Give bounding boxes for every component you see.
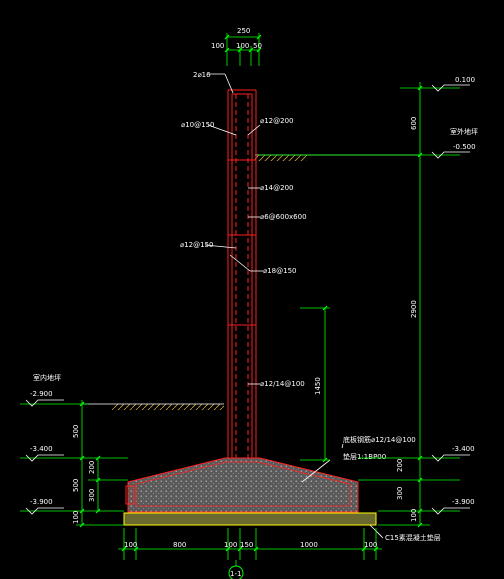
right-dim-600: 600 xyxy=(410,117,418,130)
elev-outdoor-label: 室外地坪 xyxy=(450,127,478,136)
bottom-dim-800: 800 xyxy=(173,541,186,549)
label-left-lower: ⌀12@150 xyxy=(180,241,213,249)
label-cushion-note: C15素混凝土垫层 xyxy=(385,533,441,542)
right-dim-100: 100 xyxy=(410,509,418,522)
top-dimension-group: 250 100 100 50 xyxy=(211,27,262,66)
right-dim-300: 300 xyxy=(396,487,404,500)
top-dim-mid: 100 xyxy=(236,42,249,50)
dim-1450: 1450 xyxy=(314,377,322,395)
elev-right-bottom: -3.900 xyxy=(452,498,475,506)
rebar-labels: 2⌀16 ⌀10@150 ⌀12@200 ⌀14@200 ⌀6@600x600 … xyxy=(180,71,441,542)
right-dimension-group: 600 2900 200 300 100 0.100 室外地坪 -0.500 -… xyxy=(258,76,478,528)
bottom-dim-100b: 100 xyxy=(224,541,237,549)
label-right-mid2: ⌀6@600x600 xyxy=(260,213,307,221)
concrete-cushion xyxy=(123,512,377,526)
left-dimension-group: 500 500 100 200 300 室内地坪 -2.900 -3.400 -… xyxy=(20,373,128,528)
label-right-bottom: ⌀12/14@100 xyxy=(260,380,305,388)
label-footing-bars1: 底板钢筋⌀12/14@100 xyxy=(343,435,416,444)
footing xyxy=(123,457,377,526)
bottom-dim-1000: 1000 xyxy=(300,541,318,549)
right-dim-200: 200 xyxy=(396,459,404,472)
top-dim-total: 250 xyxy=(237,27,250,35)
left-dim-500b: 500 xyxy=(72,479,80,492)
bottom-dim-100a: 100 xyxy=(124,541,137,549)
left-dim-300: 300 xyxy=(88,489,96,502)
left-dim-200: 200 xyxy=(88,461,96,474)
elev-indoor-label: 室内地坪 xyxy=(33,373,61,382)
section-label: 1-1 xyxy=(230,570,241,578)
section-mark: 1-1 xyxy=(228,560,244,579)
label-right-lower: ⌀18@150 xyxy=(263,267,296,275)
bottom-dim-150: 150 xyxy=(240,541,253,549)
elev-outdoor: -0.500 xyxy=(453,143,476,151)
elev-left-bottom: -3.900 xyxy=(30,498,53,506)
soil-hatching xyxy=(82,154,420,410)
elev-left-mid: -3.400 xyxy=(30,445,53,453)
top-dim-left: 100 xyxy=(211,42,224,50)
bottom-dim-100c: 100 xyxy=(364,541,377,549)
elev-right-mid: -3.400 xyxy=(452,445,475,453)
inner-dimension: 1450 xyxy=(300,305,330,463)
elev-top: 0.100 xyxy=(455,76,475,84)
elev-indoor: -2.900 xyxy=(30,390,53,398)
label-right-mid1: ⌀14@200 xyxy=(260,184,293,192)
right-dim-2900: 2900 xyxy=(410,300,418,318)
label-left-upper: ⌀10@150 xyxy=(181,121,214,129)
top-dim-right: 50 xyxy=(253,42,262,50)
left-dim-500a: 500 xyxy=(72,425,80,438)
left-dim-100: 100 xyxy=(72,511,80,524)
bottom-dimension-group: 100 800 100 150 1000 100 xyxy=(118,528,382,560)
label-right-upper: ⌀12@200 xyxy=(260,117,293,125)
wall-stem xyxy=(227,89,257,510)
label-footing-bars2: 垫层1:1BP00 xyxy=(343,452,386,461)
label-top-bars: 2⌀16 xyxy=(193,71,211,79)
